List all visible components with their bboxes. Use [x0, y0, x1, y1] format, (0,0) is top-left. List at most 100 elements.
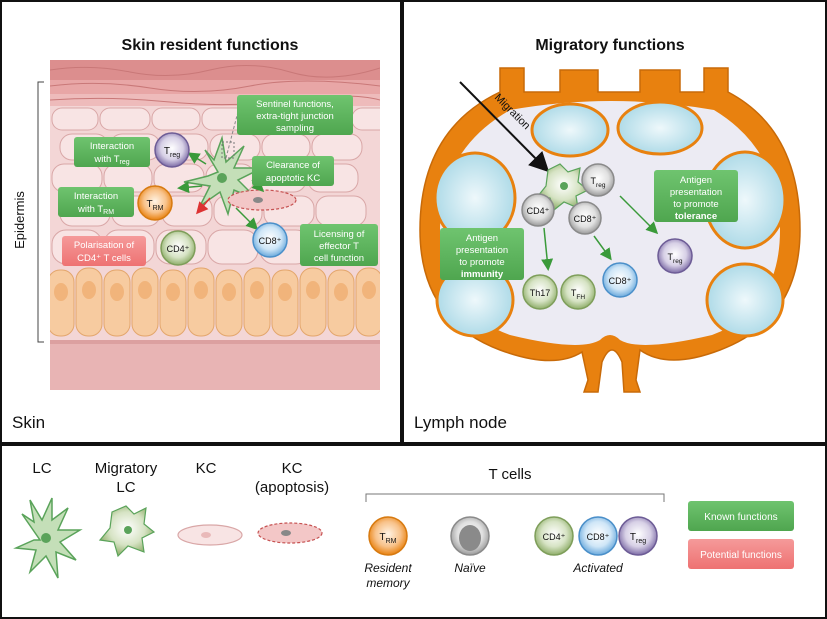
- licensing-box: Licensing of effector T cell function: [300, 224, 378, 266]
- lymph-panel-title: Migratory functions: [535, 37, 684, 54]
- legend-migratory-lc-icon: [98, 505, 156, 558]
- legend-tcells-label: T cells: [488, 466, 531, 483]
- svg-text:TRM: TRM: [380, 532, 397, 545]
- polarisation-box: Polarisation of CD4⁺ T cells: [62, 236, 146, 266]
- interaction-treg-box: Interaction with Treg: [74, 137, 150, 167]
- arrow-to-trm: [177, 181, 203, 194]
- skin-panel-title: Skin resident functions: [122, 37, 299, 54]
- legend-kc-label: KC: [196, 460, 217, 477]
- legend-kc-apop-label-1: KC: [282, 460, 303, 477]
- svg-text:CD8⁺: CD8⁺: [587, 532, 610, 542]
- lymph-cd4-cell: CD4⁺: [521, 193, 555, 227]
- svg-text:TFH: TFH: [571, 288, 585, 301]
- svg-text:immunity: immunity: [461, 269, 504, 280]
- svg-text:CD4⁺: CD4⁺: [543, 532, 566, 542]
- epidermis-label: Epidermis: [12, 191, 27, 249]
- langerhans-cell: [183, 135, 263, 217]
- svg-text:apoptotic KC: apoptotic KC: [266, 173, 321, 184]
- legend-naive-label: Naïve: [454, 561, 486, 575]
- skin-cd4-cell: CD4⁺: [160, 230, 196, 266]
- immunity-box: Antigen presentation to promote immunity: [440, 228, 524, 280]
- svg-text:Sentinel functions,: Sentinel functions,: [256, 99, 334, 110]
- svg-text:to promote: to promote: [673, 199, 718, 210]
- svg-text:Polarisation of: Polarisation of: [74, 240, 135, 251]
- arrow-to-cd4: [196, 197, 211, 215]
- svg-text:tolerance: tolerance: [675, 211, 717, 222]
- arrow-to-treg: [187, 152, 207, 165]
- arrow-to-cd8: [235, 207, 259, 231]
- svg-text:CD4⁺: CD4⁺: [527, 206, 550, 216]
- legend-resident-label-1: Resident: [364, 561, 412, 575]
- legend-known-functions: Known functions: [688, 501, 794, 531]
- arrow-to-th17: [541, 227, 554, 271]
- svg-text:Interaction: Interaction: [90, 141, 134, 152]
- svg-text:CD8⁺: CD8⁺: [574, 214, 597, 224]
- legend-treg-cell: Treg: [618, 516, 658, 556]
- svg-text:CD4⁺: CD4⁺: [167, 244, 190, 254]
- svg-text:Known functions: Known functions: [704, 512, 777, 523]
- svg-text:Treg: Treg: [668, 252, 683, 265]
- legend-cd8-cell: CD8⁺: [578, 516, 618, 556]
- svg-text:Licensing of: Licensing of: [314, 229, 365, 240]
- skin-region-label: Skin: [12, 413, 45, 432]
- svg-text:Potential functions: Potential functions: [700, 550, 782, 561]
- lymph-region-label: Lymph node: [414, 413, 507, 432]
- lymph-naive-tcell: Treg: [581, 163, 615, 197]
- legend-panel: LC Migratory LC KC KC (apoptosis) T cell…: [0, 444, 827, 619]
- tolerance-box: Antigen presentation to promote toleranc…: [654, 170, 738, 222]
- lymph-node-panel: Migratory functions Lymph node Migration…: [402, 0, 827, 444]
- svg-text:TRM: TRM: [147, 199, 164, 212]
- svg-text:Antigen: Antigen: [466, 233, 498, 244]
- legend-kc-apoptosis-icon: [257, 522, 323, 544]
- arrow-to-treg-right: [619, 195, 659, 235]
- legend-kc-icon: [177, 524, 243, 546]
- svg-text:presentation: presentation: [670, 187, 722, 198]
- legend-lc-icon: [13, 497, 83, 579]
- epidermis-bracket: [37, 81, 44, 343]
- svg-text:CD4⁺ T cells: CD4⁺ T cells: [77, 253, 131, 264]
- svg-text:with TRM: with TRM: [77, 204, 114, 216]
- arrow-to-cd8-activated: [593, 235, 612, 261]
- legend-kc-apop-label-2: (apoptosis): [255, 479, 329, 496]
- svg-text:Antigen: Antigen: [680, 175, 712, 186]
- svg-text:extra-tight junction: extra-tight junction: [256, 111, 334, 122]
- svg-text:Th17: Th17: [530, 288, 551, 298]
- lymph-cd8-cell: CD8⁺: [568, 201, 602, 235]
- legend-mlc-label-2: LC: [116, 479, 135, 496]
- legend-potential-functions: Potential functions: [688, 539, 794, 569]
- sentinel-functions-box: Sentinel functions, extra-tight junction…: [237, 95, 353, 135]
- svg-text:cell function: cell function: [314, 253, 364, 264]
- legend-trm-cell: TRM: [368, 516, 408, 556]
- svg-text:Treg: Treg: [591, 176, 606, 189]
- clearance-box: Clearance of apoptotic KC: [252, 156, 334, 186]
- skin-trm-cell: TRM: [137, 185, 173, 221]
- lymph-treg-right-cell: Treg: [657, 238, 693, 274]
- migration-arrow: [459, 81, 550, 173]
- svg-text:CD8⁺: CD8⁺: [259, 236, 282, 246]
- skin-illustration: [50, 60, 380, 390]
- svg-text:sampling: sampling: [276, 123, 314, 134]
- legend-activated-label: Activated: [572, 561, 623, 575]
- legend-mlc-label-1: Migratory: [95, 460, 158, 477]
- skin-cd8-cell: CD8⁺: [252, 222, 288, 258]
- legend-resident-label-2: memory: [366, 576, 410, 590]
- svg-text:effector T: effector T: [319, 241, 359, 252]
- legend-naive-cell: [450, 516, 490, 556]
- svg-text:CD8⁺: CD8⁺: [609, 276, 632, 286]
- skin-treg-cell: Treg: [154, 132, 190, 168]
- legend-tcells-bracket: [365, 493, 665, 502]
- svg-text:Clearance of: Clearance of: [266, 160, 320, 171]
- svg-text:with Treg: with Treg: [93, 154, 129, 166]
- legend-cd4-cell: CD4⁺: [534, 516, 574, 556]
- legend-lc-label: LC: [32, 460, 51, 477]
- skin-panel: Epidermis Skin resident functions Skin T…: [0, 0, 402, 444]
- svg-text:presentation: presentation: [456, 245, 508, 256]
- lymph-tfh-cell: TFH: [560, 274, 596, 310]
- svg-text:Treg: Treg: [630, 532, 646, 545]
- svg-text:to promote: to promote: [459, 257, 504, 268]
- svg-text:Interaction: Interaction: [74, 191, 118, 202]
- lymph-th17-cell: Th17: [522, 274, 558, 310]
- interaction-trm-box: Interaction with TRM: [58, 187, 134, 217]
